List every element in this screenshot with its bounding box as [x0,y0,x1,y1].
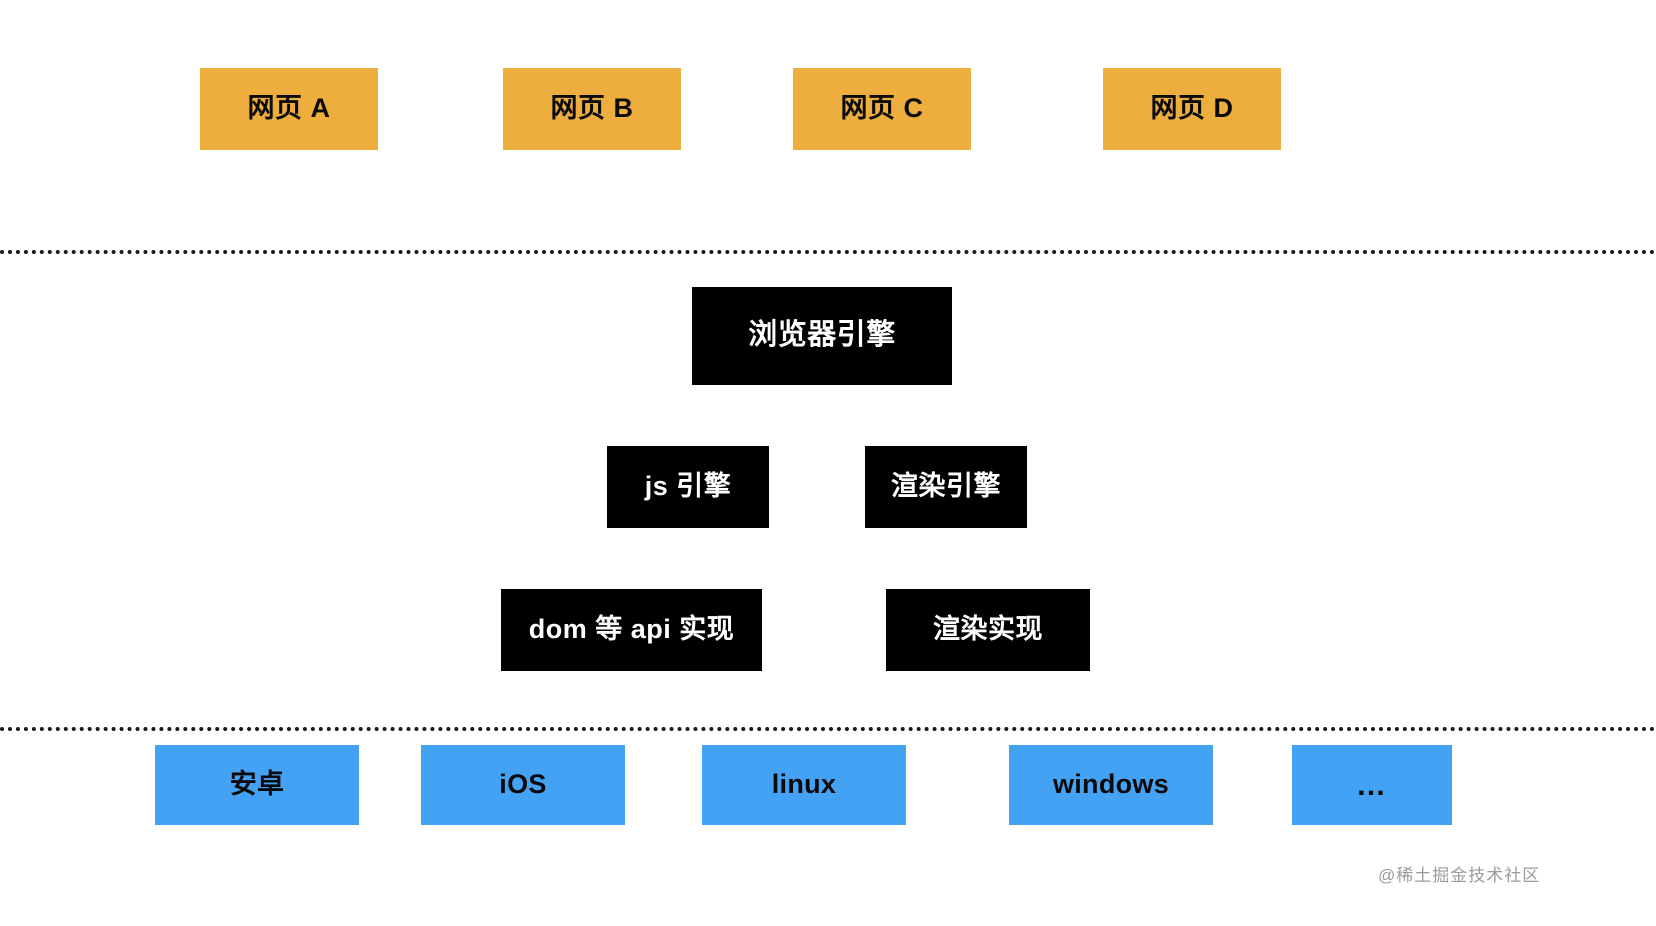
os-node-windows: windows [1009,745,1213,825]
os-node-label: … [1356,768,1388,802]
page-node-label: 网页 D [1150,93,1234,124]
engine-node-渲染引擎: 渲染引擎 [865,446,1027,528]
page-node-label: 网页 C [840,93,924,124]
page-node-网页-c: 网页 C [793,68,971,150]
page-node-网页-a: 网页 A [200,68,378,150]
page-node-label: 网页 B [550,93,634,124]
page-node-网页-b: 网页 B [503,68,681,150]
watermark: @稀土掘金技术社区 [1378,866,1541,885]
os-node-label: windows [1052,769,1170,800]
engine-impl-node-渲染实现: 渲染实现 [886,589,1090,671]
os-node-安卓: 安卓 [155,745,359,825]
engine-node-root: 浏览器引擎 [692,287,952,385]
engine-impl-node-label: 渲染实现 [933,614,1043,645]
engine-node-label: js 引擎 [644,471,732,502]
os-node-label: 安卓 [229,769,285,800]
engine-node-label: 渲染引擎 [891,471,1001,502]
divider-engine-os [0,727,1656,731]
os-node-label: iOS [499,769,547,800]
os-node-linux: linux [702,745,906,825]
page-node-label: 网页 A [247,93,331,124]
os-node-label: linux [771,769,837,800]
divider-pages-engine [0,250,1656,254]
os-node-ios: iOS [421,745,625,825]
os-node-more: … [1292,745,1452,825]
engine-node-label: 浏览器引擎 [748,319,896,352]
engine-impl-node-label: dom 等 api 实现 [528,614,735,645]
page-node-网页-d: 网页 D [1103,68,1281,150]
engine-node-js-引擎: js 引擎 [607,446,769,528]
engine-impl-node-dom-等-api-实现: dom 等 api 实现 [501,589,762,671]
